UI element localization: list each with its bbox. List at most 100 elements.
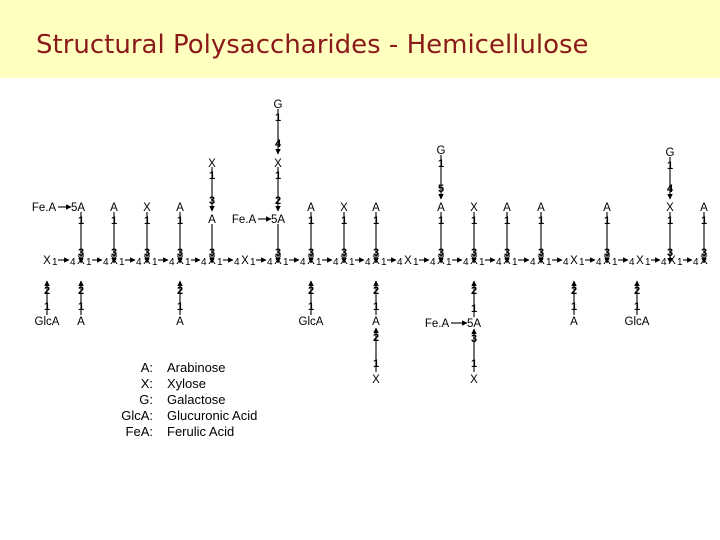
bond-position-label: 3 — [341, 247, 347, 259]
bond-position-label: 2 — [44, 285, 50, 297]
link-to-label: 4 — [103, 257, 109, 268]
link-from-label: 1 — [316, 257, 322, 268]
residue-n26: A — [176, 316, 184, 328]
residue-n22: X — [666, 202, 674, 214]
residue-n32: X — [470, 374, 478, 386]
backbone-residue: X — [241, 255, 249, 267]
residue-n13: X — [340, 202, 348, 214]
backbone-residue: X — [372, 255, 380, 267]
link-from-label: 1 — [52, 257, 58, 268]
bond-position-label: 3 — [604, 247, 610, 259]
bond-position-label: 1 — [471, 215, 477, 227]
residue-n31: 5A — [467, 318, 481, 330]
bond-position-label: 1 — [177, 301, 183, 313]
backbone-residue: X — [143, 255, 151, 267]
link-from-label: 1 — [185, 257, 191, 268]
residue-n34: GlcA — [625, 316, 650, 328]
residue-n33: A — [570, 316, 578, 328]
bond-position-label: 3 — [209, 195, 215, 207]
link-from-label: 1 — [349, 257, 355, 268]
legend-abbr: X: — [141, 376, 153, 391]
backbone-residue: X — [77, 255, 85, 267]
link-to-label: 4 — [430, 257, 436, 268]
link-to-label: 4 — [563, 257, 569, 268]
bond-position-label: 1 — [438, 215, 444, 227]
residue-n21: G — [666, 147, 675, 159]
link-to-label: 4 — [201, 257, 207, 268]
bond-position-label: 1 — [571, 301, 577, 313]
bond-position-label: 3 — [308, 247, 314, 259]
residue-n27: GlcA — [299, 316, 324, 328]
link-from-label: 1 — [381, 257, 387, 268]
link-from-label: 1 — [677, 257, 683, 268]
bond-position-label: 3 — [275, 247, 281, 259]
bond-position-label: 1 — [471, 358, 477, 370]
bond-position-label: 2 — [78, 285, 84, 297]
bond-position-label: 2 — [177, 285, 183, 297]
residue-n8: G — [274, 99, 283, 111]
backbone-residue: X — [274, 255, 282, 267]
bond-position-label: 1 — [438, 158, 444, 170]
link-from-label: 1 — [546, 257, 552, 268]
link-to-label: 4 — [596, 257, 602, 268]
bond-position-label: 3 — [144, 247, 150, 259]
backbone-residue: X — [43, 255, 51, 267]
residue-n11: 5A — [271, 214, 285, 226]
bond-position-label: 1 — [373, 358, 379, 370]
bond-position-label: 3 — [78, 247, 84, 259]
link-to-label: 4 — [267, 257, 273, 268]
residue-n5: A — [176, 202, 184, 214]
backbone-residue: X — [176, 255, 184, 267]
bond-position-label: 1 — [275, 170, 281, 182]
residue-n23: A — [700, 202, 708, 214]
bond-position-label: 5 — [438, 183, 444, 195]
backbone-residue: X — [668, 255, 676, 267]
bond-position-label: 1 — [373, 301, 379, 313]
link-to-label: 4 — [333, 257, 339, 268]
link-from-label: 1 — [152, 257, 158, 268]
legend-name: Galactose — [167, 392, 226, 407]
hemicellulose-structure-diagram: 1313131313314123131313151313131313141313… — [32, 99, 708, 439]
backbone-residue: X — [503, 255, 511, 267]
link-to-label: 4 — [234, 257, 240, 268]
link-from-label: 1 — [446, 257, 452, 268]
residue-n20: A — [603, 202, 611, 214]
bond-position-label: 1 — [373, 215, 379, 227]
link-to-label: 4 — [629, 257, 635, 268]
bond-position-label: 4 — [275, 138, 282, 150]
link-to-label: 4 — [136, 257, 142, 268]
residue-n15: G — [437, 145, 446, 157]
bond-position-label: 1 — [177, 215, 183, 227]
legend-name: Ferulic Acid — [167, 424, 234, 439]
link-from-label: 1 — [479, 257, 485, 268]
backbone-residue: X — [208, 255, 216, 267]
bond-position-label: 2 — [571, 285, 577, 297]
link-to-label: 4 — [365, 257, 371, 268]
bond-position-label: 1 — [604, 215, 610, 227]
residue-n18: A — [503, 202, 511, 214]
backbone-residue: X — [470, 255, 478, 267]
link-to-label: 4 — [496, 257, 502, 268]
link-to-label: 4 — [463, 257, 469, 268]
link-from-label: 1 — [119, 257, 125, 268]
backbone-residue: X — [340, 255, 348, 267]
residue-n10: Fe.A — [232, 214, 257, 226]
bond-position-label: 1 — [111, 215, 117, 227]
link-from-label: 1 — [250, 257, 256, 268]
legend-abbr: G: — [139, 392, 153, 407]
bond-position-label: 1 — [78, 301, 84, 313]
backbone-residue: X — [570, 255, 578, 267]
bond-position-label: 3 — [209, 247, 215, 259]
legend-name: Xylose — [167, 376, 206, 391]
bond-position-label: 1 — [667, 215, 673, 227]
bond-position-label: 3 — [177, 247, 183, 259]
bond-position-label: 3 — [667, 247, 673, 259]
bond-arrows: 1313131313314123131313151313131313141313… — [44, 109, 707, 372]
bond-position-label: 1 — [275, 112, 281, 124]
link-from-label: 1 — [612, 257, 618, 268]
bond-position-label: 3 — [438, 247, 444, 259]
bond-position-label: 1 — [44, 301, 50, 313]
bond-position-label: 2 — [634, 285, 640, 297]
bond-position-label: 3 — [538, 247, 544, 259]
backbone-residue: X — [603, 255, 611, 267]
